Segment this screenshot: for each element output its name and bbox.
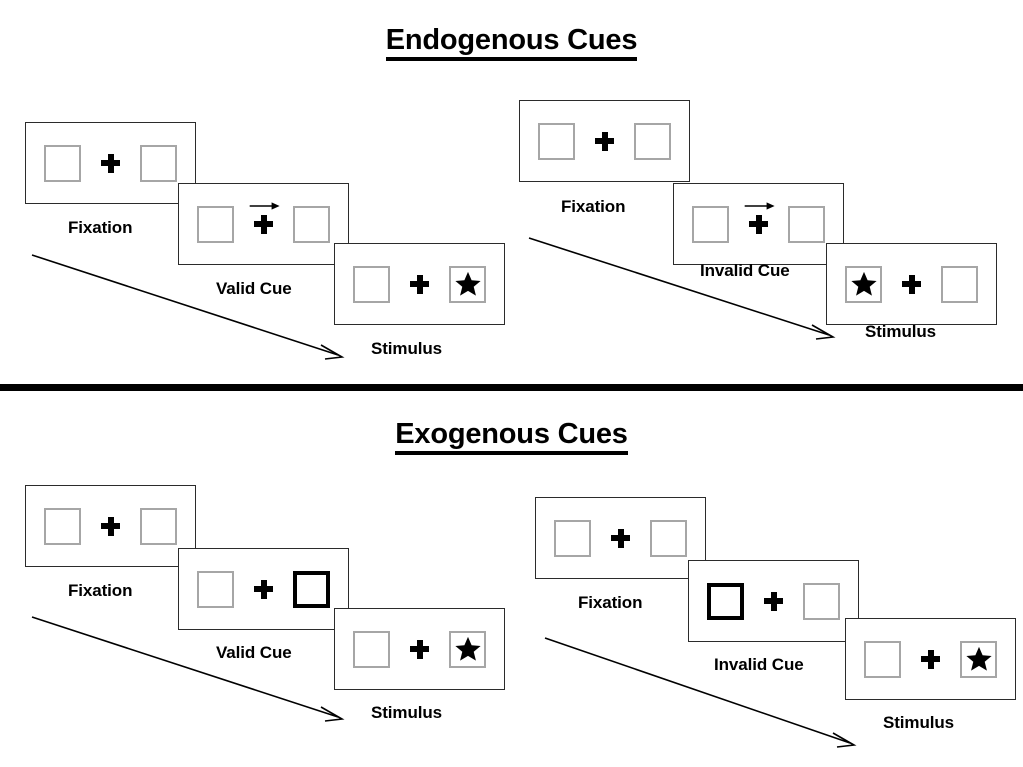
panel-exogenous-valid-stimulus — [334, 608, 505, 690]
fixation-cross-icon — [410, 274, 429, 294]
star-icon — [965, 646, 992, 671]
fixation-cross-icon — [595, 131, 614, 151]
fixation-cross-icon — [101, 153, 120, 173]
stage-label-endogenous-invalid-fixation: Fixation — [561, 197, 626, 216]
stage-label-exogenous-valid-cue: Valid Cue — [216, 643, 292, 662]
section-title-exogenous-text: Exogenous Cues — [395, 418, 628, 455]
left-box — [864, 640, 901, 678]
panel-endogenous-invalid-stimulus — [826, 243, 997, 325]
fixation-cross-icon — [254, 579, 273, 599]
flow-arrow-exogenous-valid — [30, 612, 350, 727]
stage-label-exogenous-valid-stimulus: Stimulus — [371, 703, 442, 722]
left-box — [197, 205, 234, 243]
cue-arrow-right-icon — [249, 201, 280, 213]
fixation-cross-icon — [611, 528, 630, 548]
panel-endogenous-valid-fixation — [25, 122, 196, 204]
panel-content — [197, 201, 330, 243]
left-box-cued — [707, 582, 744, 620]
fixation-cross-icon — [410, 639, 429, 659]
section-title-exogenous: Exogenous Cues — [0, 418, 1023, 455]
fixation-cross-icon — [764, 591, 783, 611]
stage-label-endogenous-invalid-stimulus: Stimulus — [865, 322, 936, 341]
star-icon — [454, 271, 481, 296]
cue-arrow-right-icon — [744, 201, 775, 213]
stage-label-endogenous-invalid-cue: Invalid Cue — [700, 261, 790, 280]
section-title-endogenous: Endogenous Cues — [0, 24, 1023, 61]
panel-endogenous-invalid-cue — [673, 183, 844, 265]
panel-content — [44, 144, 177, 182]
panel-content — [707, 582, 840, 620]
flow-arrow-endogenous-valid — [30, 250, 350, 365]
star-icon — [850, 271, 877, 296]
panel-endogenous-valid-cue — [178, 183, 349, 265]
stage-label-endogenous-valid-cue: Valid Cue — [216, 279, 292, 298]
stage-label-exogenous-invalid-stimulus: Stimulus — [883, 713, 954, 732]
panel-exogenous-invalid-fixation — [535, 497, 706, 579]
panel-content — [197, 570, 330, 608]
section-title-endogenous-text: Endogenous Cues — [385, 24, 637, 61]
left-box — [353, 630, 390, 668]
panel-exogenous-valid-cue — [178, 548, 349, 630]
right-box — [293, 205, 330, 243]
right-box-cued — [293, 570, 330, 608]
right-box — [449, 265, 486, 303]
stage-label-exogenous-invalid-fixation: Fixation — [578, 593, 643, 612]
fixation-cross-icon — [249, 201, 280, 234]
flow-arrow-endogenous-invalid — [527, 233, 842, 345]
fixation-cross-icon — [902, 274, 921, 294]
panel-exogenous-valid-fixation — [25, 485, 196, 567]
stage-label-exogenous-invalid-cue: Invalid Cue — [714, 655, 804, 674]
left-box — [44, 144, 81, 182]
panel-endogenous-valid-stimulus — [334, 243, 505, 325]
left-box — [554, 519, 591, 557]
panel-exogenous-invalid-cue — [688, 560, 859, 642]
star-icon — [454, 636, 481, 661]
fixation-cross-icon — [744, 201, 775, 234]
right-box — [650, 519, 687, 557]
left-box — [845, 265, 882, 303]
right-box — [788, 205, 825, 243]
panel-content — [845, 265, 978, 303]
right-box — [449, 630, 486, 668]
stage-label-endogenous-valid-stimulus: Stimulus — [371, 339, 442, 358]
right-box — [803, 582, 840, 620]
stage-label-endogenous-valid-fixation: Fixation — [68, 218, 133, 237]
left-box — [353, 265, 390, 303]
right-box — [634, 122, 671, 160]
panel-content — [538, 122, 671, 160]
panel-content — [353, 265, 486, 303]
panel-endogenous-invalid-fixation — [519, 100, 690, 182]
right-box — [941, 265, 978, 303]
panel-content — [692, 201, 825, 243]
left-box — [197, 570, 234, 608]
flow-arrow-exogenous-invalid — [543, 633, 863, 753]
fixation-cross-icon — [101, 516, 120, 536]
section-divider — [0, 384, 1023, 391]
panel-content — [864, 640, 997, 678]
left-box — [692, 205, 729, 243]
left-box — [538, 122, 575, 160]
right-box — [960, 640, 997, 678]
stage-label-exogenous-valid-fixation: Fixation — [68, 581, 133, 600]
panel-content — [44, 507, 177, 545]
panel-content — [353, 630, 486, 668]
fixation-cross-icon — [921, 649, 940, 669]
panel-content — [554, 519, 687, 557]
right-box — [140, 507, 177, 545]
left-box — [44, 507, 81, 545]
panel-exogenous-invalid-stimulus — [845, 618, 1016, 700]
right-box — [140, 144, 177, 182]
